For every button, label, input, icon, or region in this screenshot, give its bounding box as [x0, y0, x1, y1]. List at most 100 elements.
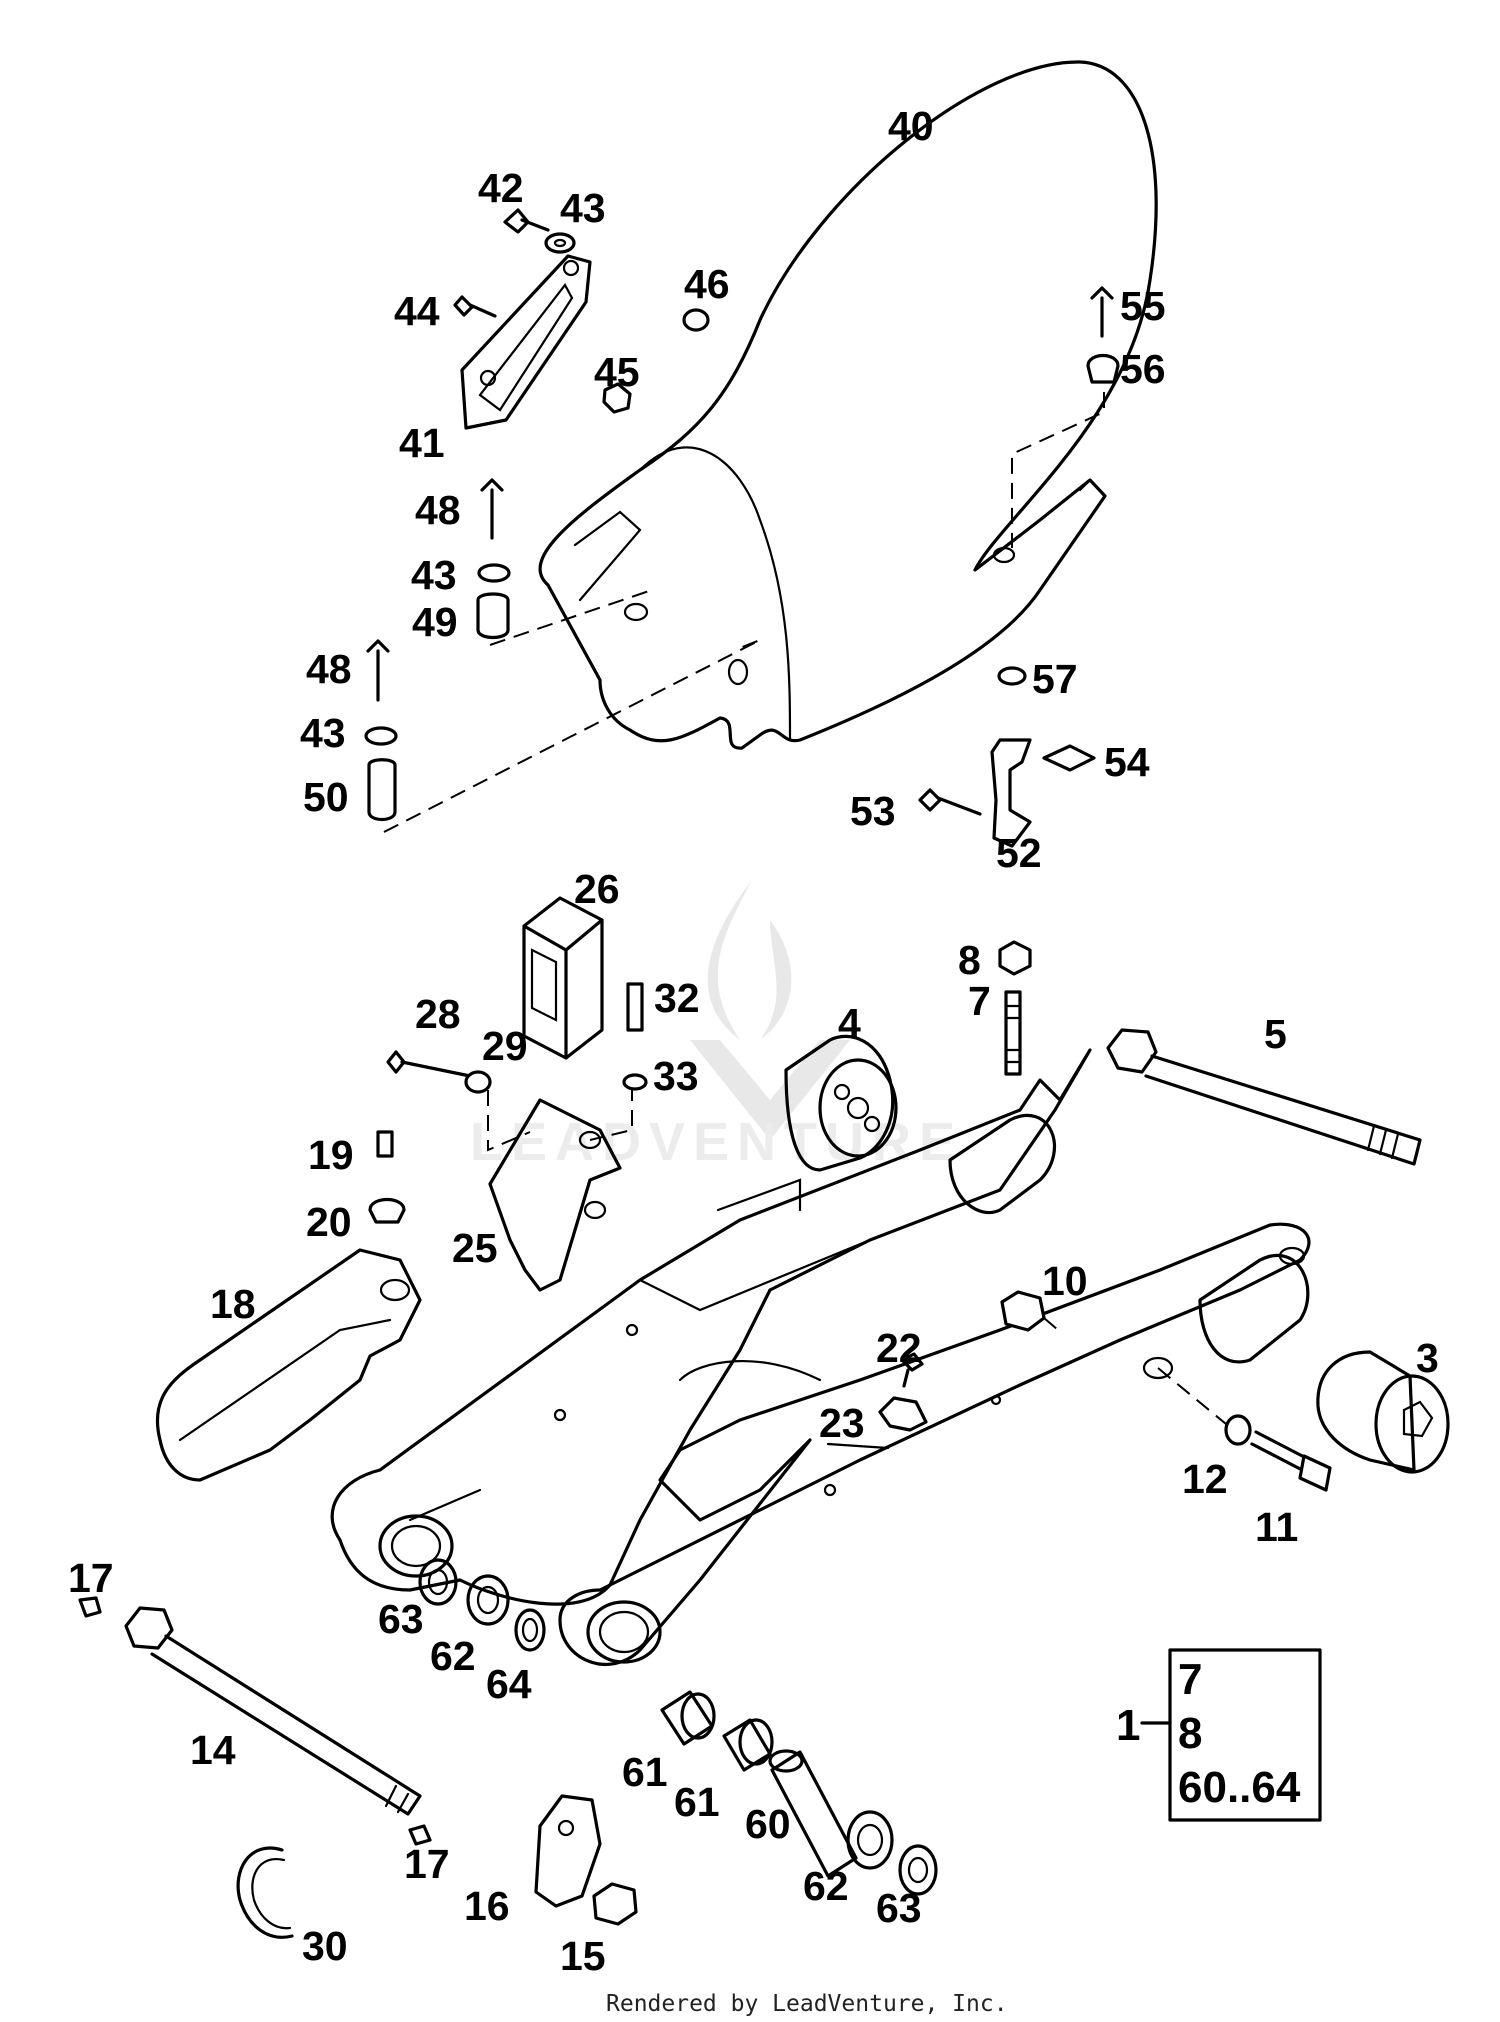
screw-42: [503, 208, 550, 234]
part-label-17b: 17: [404, 1841, 450, 1887]
nut-8: [998, 940, 1032, 976]
kit-item-60-64: 60..64: [1178, 1763, 1301, 1812]
watermark: LEADVENTURE: [470, 880, 955, 1172]
assembly-line-33: [589, 1085, 633, 1141]
swingarm: [330, 1048, 1311, 1667]
part-label-52: 52: [996, 830, 1042, 876]
kit-label: 1: [1116, 1701, 1140, 1750]
screw-32: [626, 982, 644, 1032]
assembly-line-29: [487, 1090, 531, 1152]
washer-12: [1224, 1414, 1252, 1446]
screw-28: [386, 1050, 472, 1078]
chain-slider-18: [155, 1248, 422, 1482]
washer-43b: [477, 563, 511, 583]
part-label-3: 3: [1416, 1335, 1439, 1381]
part-label-61b: 61: [674, 1779, 720, 1825]
cap-17b: [408, 1824, 432, 1846]
washer-57: [997, 666, 1027, 686]
damper-3: [1316, 1350, 1450, 1474]
bearing-61b: [722, 1718, 774, 1772]
nut-10: [1000, 1290, 1046, 1332]
bracket-25: [488, 1098, 622, 1292]
washer-43c: [364, 726, 398, 746]
clip-23: [878, 1396, 928, 1432]
part-label-19: 19: [308, 1132, 354, 1178]
part-label-49: 49: [412, 599, 458, 645]
part-label-4: 4: [838, 1000, 861, 1046]
part-label-50: 50: [303, 774, 349, 820]
assembly-line-56: [1011, 392, 1105, 548]
seal-63a: [418, 1558, 458, 1606]
kit-item-7: 7: [1178, 1655, 1202, 1704]
part-label-23: 23: [819, 1400, 865, 1446]
part-label-56: 56: [1120, 346, 1166, 392]
part-label-15: 15: [560, 1933, 606, 1979]
nut-45: [602, 382, 632, 414]
clip-54: [1042, 744, 1096, 772]
part-label-46: 46: [684, 261, 730, 307]
sleeve-60: [768, 1749, 858, 1878]
watermark-flame-icon: [707, 880, 792, 1040]
part-label-62b: 62: [803, 1863, 849, 1909]
circlip-30: [236, 1846, 294, 1939]
fender-bracket: [460, 254, 592, 430]
assembly-line-10: [1043, 1317, 1059, 1331]
footer-credit: Rendered by LeadVenture, Inc.: [606, 1991, 1008, 2017]
kit-box: [1140, 1648, 1322, 1822]
part-label-60: 60: [745, 1801, 791, 1847]
part-label-5: 5: [1264, 1011, 1287, 1057]
part-label-11: 11: [1255, 1504, 1298, 1550]
assembly-line-50: [383, 639, 761, 833]
part-label-16: 16: [464, 1883, 510, 1929]
part-label-20: 20: [306, 1199, 352, 1245]
part-label-48b: 48: [306, 646, 352, 692]
cap-17a: [78, 1596, 102, 1618]
screw-48b: [366, 639, 390, 702]
part-label-40: 40: [888, 103, 934, 149]
plate-16: [534, 1794, 602, 1908]
grommet-56: [1086, 353, 1120, 384]
washer-43a: [544, 232, 576, 254]
bolt-44: [453, 295, 497, 318]
pad-26: [522, 896, 604, 1060]
part-label-54: 54: [1104, 739, 1150, 785]
part-label-26: 26: [574, 866, 620, 912]
part-label-25: 25: [452, 1225, 498, 1271]
part-label-28: 28: [415, 991, 461, 1037]
part-label-7: 7: [968, 978, 991, 1024]
bracket-52: [990, 738, 1032, 848]
part-label-63a: 63: [378, 1596, 424, 1642]
bushing-46: [682, 308, 710, 332]
part-label-42: 42: [478, 165, 524, 211]
part-label-12: 12: [1182, 1456, 1228, 1502]
screw-22: [900, 1352, 924, 1388]
stud-7: [1004, 990, 1022, 1076]
part-label-32: 32: [654, 975, 700, 1021]
washer-33: [622, 1073, 648, 1091]
part-label-63b: 63: [876, 1885, 922, 1931]
part-label-29: 29: [482, 1023, 528, 1069]
part-label-22: 22: [876, 1325, 922, 1371]
screw-19: [376, 1130, 394, 1158]
pivot-shaft-14: [124, 1606, 422, 1816]
spacer-49: [476, 592, 510, 640]
part-label-33: 33: [653, 1053, 699, 1099]
part-label-53: 53: [850, 788, 896, 834]
screw-48a: [480, 478, 504, 540]
part-label-57: 57: [1032, 656, 1078, 702]
washer-20: [368, 1197, 406, 1224]
part-label-43b: 43: [411, 552, 457, 598]
part-label-30: 30: [302, 1923, 348, 1969]
part-label-55: 55: [1120, 283, 1166, 329]
part-label-10: 10: [1042, 1258, 1088, 1304]
watermark-v-icon: [690, 1040, 850, 1140]
part-label-17a: 17: [68, 1555, 114, 1601]
screw-53: [918, 788, 982, 816]
bearing-61a: [660, 1690, 716, 1746]
kit-item-8: 8: [1178, 1709, 1202, 1758]
assembly-line-49: [489, 589, 653, 646]
part-label-45: 45: [594, 349, 640, 395]
ring-62a: [466, 1574, 510, 1626]
part-label-44: 44: [394, 288, 440, 334]
